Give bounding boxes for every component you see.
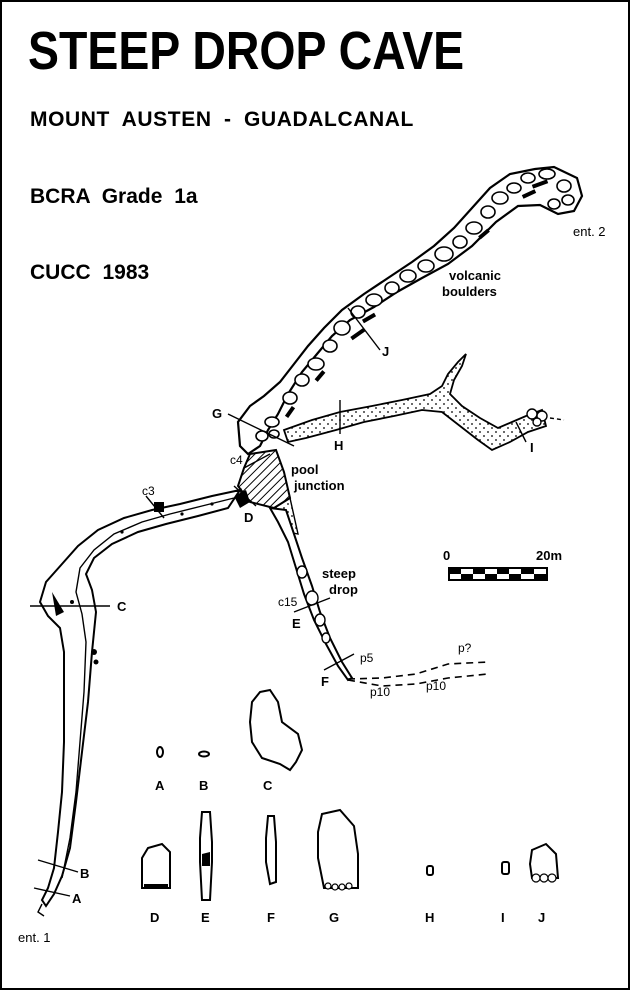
station-j: J [382,344,389,359]
scale-end-label: 20m [536,548,562,563]
station-a: A [72,891,82,906]
station-b: B [80,866,89,881]
label-c4: c4 [230,453,243,467]
label-ent2: ent. 2 [573,224,606,239]
section-label-c: C [263,778,273,793]
map-title: STEEP DROP CAVE [28,21,465,81]
cross-section-a [156,746,164,758]
side-passage-i [282,353,565,452]
cross-section-g [317,808,359,889]
survey-grade: BCRA Grade 1a [30,185,198,208]
station-c: C [117,599,127,614]
label-c3: c3 [142,484,155,498]
section-line-f [323,653,355,671]
section-line-a [33,887,71,897]
cross-section-d [141,842,171,889]
section-line-c3 [145,495,165,519]
label-volcanic: volcanic [449,268,501,283]
cross-section-j [528,842,560,879]
section-label-i: I [501,910,505,925]
station-h: H [334,438,343,453]
cross-section-f [265,815,277,886]
section-line-d [233,485,257,507]
cross-sections [141,688,560,901]
survey-club-year: CUCC 1983 [30,261,150,284]
section-line-g [227,413,295,447]
section-line-j [347,307,381,351]
cross-section-b [198,750,210,758]
label-p5: p5 [360,651,374,665]
section-label-f: F [267,910,275,925]
station-i: I [530,440,534,455]
section-label-h: H [425,910,434,925]
label-p10-first: p10 [370,685,390,699]
label-ent1: ent. 1 [18,930,51,945]
section-line-e [293,597,331,613]
cross-section-i [501,861,510,875]
lower-passage [37,488,243,917]
upper-passage [236,165,584,456]
section-label-g: G [329,910,339,925]
cross-section-h [426,865,434,876]
section-label-a: A [155,778,165,793]
label-p-unknown: p? [458,641,472,655]
label-pool: pool [291,462,318,477]
cross-section-c [248,688,304,772]
label-steep: steep [322,566,356,581]
station-f: F [321,674,329,689]
station-g: G [212,406,222,421]
station-e: E [292,616,301,631]
section-label-e: E [201,910,210,925]
label-boulders: boulders [442,284,497,299]
label-p10-second: p10 [426,679,446,693]
section-label-b: B [199,778,208,793]
label-junction: junction [293,478,345,493]
steep-drop-passage [268,506,489,687]
section-line-c4 [243,453,271,469]
scale-bar [448,567,548,581]
label-drop: drop [329,582,358,597]
section-line-b [37,859,79,873]
map-subtitle: MOUNT AUSTEN - GUADALCANAL [30,108,414,131]
section-lines [30,307,527,897]
scale-start-label: 0 [443,548,450,563]
section-line-i [515,421,527,443]
section-label-d: D [150,910,159,925]
station-d: D [244,510,253,525]
section-label-j: J [538,910,545,925]
label-c15: c15 [278,595,298,609]
